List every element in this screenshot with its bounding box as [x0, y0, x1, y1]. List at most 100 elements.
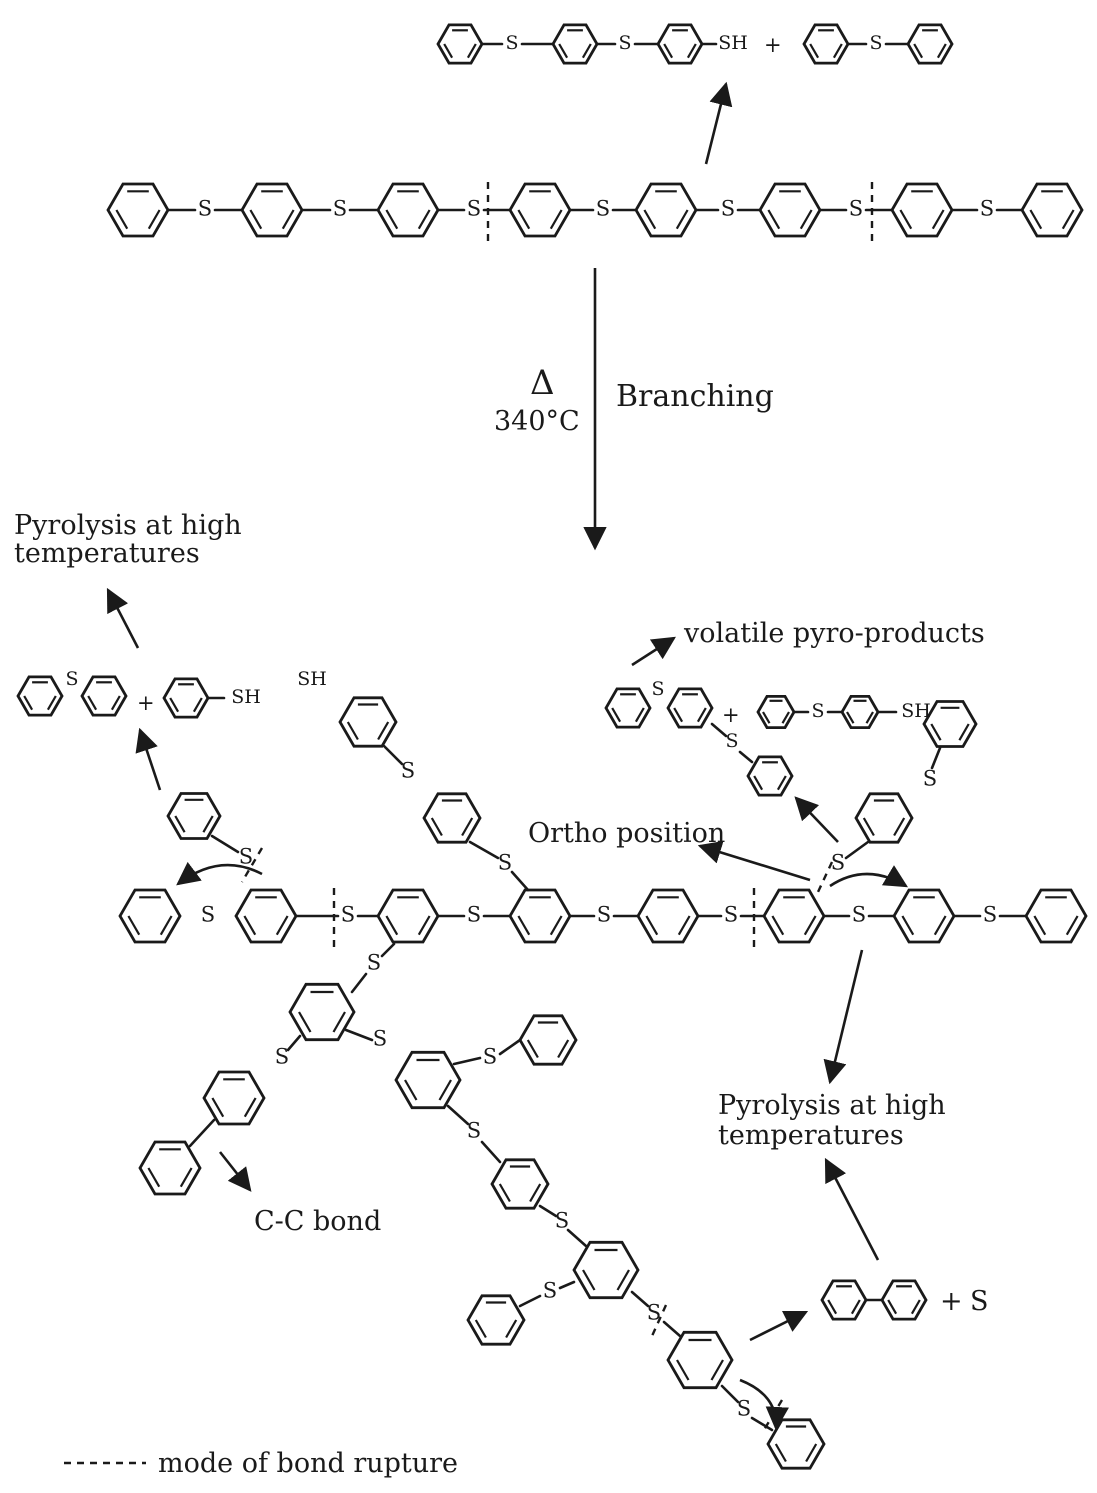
- benzene-ring: [906, 23, 954, 65]
- rupture-mark: [762, 1399, 784, 1431]
- benzene-ring: [820, 1279, 868, 1321]
- benzene-ring: [466, 1294, 526, 1346]
- rupture-mark: [816, 861, 834, 893]
- arrow-to-biphenyl-product: [749, 1310, 809, 1342]
- bond-line: [452, 1056, 482, 1066]
- benzene-ring: [572, 1240, 640, 1300]
- rupture-mark: [240, 847, 264, 883]
- sulfur-atom-label: S: [597, 903, 611, 927]
- plus-signs: + + + + S: [137, 33, 989, 1317]
- benzene-ring: [508, 182, 572, 238]
- sulfur-atom-label: S: [201, 903, 215, 927]
- temperature-label: 340°C: [494, 406, 580, 437]
- bond-line: [662, 1320, 682, 1338]
- benzene-ring: [508, 888, 572, 944]
- plus-sign: +: [764, 33, 782, 57]
- bond-line: [380, 942, 396, 958]
- benzene-ring: [1024, 888, 1088, 944]
- sulfur-atom-label: S: [983, 903, 997, 927]
- benzene-rings: [16, 23, 1088, 1470]
- benzene-ring: [656, 23, 704, 65]
- bond-line: [738, 750, 754, 764]
- benzene-ring: [766, 1418, 826, 1470]
- bond-line: [188, 1118, 216, 1148]
- benzene-ring: [922, 700, 978, 748]
- sulfur-atom-label: S: [852, 903, 866, 927]
- benzene-ring: [376, 182, 440, 238]
- thiol-atom-label: SH: [901, 700, 931, 722]
- arrow-to-ortho-label: [697, 841, 811, 882]
- sulfur-atom-label: S: [467, 903, 481, 927]
- sulfur-atom-label: S: [65, 668, 78, 690]
- bond-line: [930, 746, 942, 770]
- benzene-ring: [106, 182, 170, 238]
- text-labels: Δ 340°C Branching Pyrolysis at high temp…: [14, 363, 985, 1479]
- benzene-ring: [166, 792, 222, 840]
- benzene-ring: [756, 695, 796, 729]
- sulfur-atom-label: S: [467, 1119, 481, 1143]
- benzene-ring: [118, 888, 182, 944]
- sulfur-atom-label: S: [555, 1209, 569, 1233]
- arrow-biphenyl-to-pyrolysis: [824, 1157, 880, 1261]
- sulfur-atom-label: S: [725, 730, 738, 752]
- arrow-to-pyrolysis-left: [106, 587, 140, 649]
- bond-line: [710, 722, 728, 738]
- sulfur-atom-label: S: [869, 32, 882, 54]
- bond-line: [468, 840, 500, 860]
- benzene-ring: [490, 1158, 550, 1210]
- sulfur-atom-label: S: [721, 197, 735, 221]
- sulfur-atom-label: S: [498, 851, 512, 875]
- benzene-ring: [16, 675, 64, 717]
- branching-label: Branching: [616, 379, 774, 414]
- arrow-cc-bond: [218, 1151, 252, 1192]
- bond-line: [558, 1280, 576, 1290]
- benzene-ring: [518, 1014, 578, 1066]
- sulfur-atom-label: S: [724, 903, 738, 927]
- bond-line: [518, 1294, 542, 1308]
- arrow-to-top-products: [704, 81, 733, 165]
- pyrolysis-label-right-2: temperatures: [718, 1120, 904, 1151]
- sulfur-atom-label: S: [373, 1027, 387, 1051]
- sulfur-atom-label: S: [596, 197, 610, 221]
- sulfur-atom-label: S: [811, 700, 824, 722]
- sulfur-atom-label: S: [831, 851, 845, 875]
- bond-line: [498, 1038, 522, 1056]
- benzene-ring: [162, 677, 210, 719]
- pyrolysis-label-right: Pyrolysis at high: [718, 1090, 946, 1121]
- benzene-ring: [604, 687, 652, 729]
- sulfur-atom-label: S: [980, 197, 994, 221]
- benzene-ring: [1020, 182, 1084, 238]
- reaction-arrows: [106, 81, 909, 1431]
- bond-line: [286, 1034, 302, 1052]
- bond-line: [750, 1416, 774, 1432]
- benzene-ring: [240, 182, 304, 238]
- bond-line: [446, 1104, 470, 1126]
- sulfur-atom-label: S: [401, 759, 415, 783]
- sulfur-atom-label: S: [275, 1045, 289, 1069]
- bond-line: [566, 1228, 588, 1248]
- sulfur-product: S: [970, 1286, 989, 1317]
- benzene-ring: [636, 888, 700, 944]
- sulfur-atom-label: S: [737, 1397, 751, 1421]
- sulfur-atom-label: S: [341, 903, 355, 927]
- thiol-atom-label: SH: [718, 32, 748, 54]
- bond-line: [510, 870, 530, 892]
- benzene-ring: [376, 888, 440, 944]
- bond-line: [210, 834, 240, 854]
- benzene-ring: [758, 182, 822, 238]
- arrow-to-dibenzothiophene-left: [135, 727, 162, 791]
- arrow-to-pyrolysis-right: [823, 949, 864, 1085]
- sulfur-atom-label: S: [333, 197, 347, 221]
- benzene-ring: [288, 982, 356, 1042]
- sulfur-atom-label: S: [505, 32, 518, 54]
- benzene-ring: [436, 23, 484, 65]
- delta-symbol: Δ: [530, 363, 555, 403]
- plus-sign: +: [940, 1286, 963, 1317]
- sulfur-atom-label: S: [367, 951, 381, 975]
- plus-sign: +: [722, 703, 740, 727]
- pyrolysis-label-left-2: temperatures: [14, 538, 200, 569]
- thiol-atom-label: SH: [297, 668, 327, 690]
- benzene-ring: [634, 182, 698, 238]
- sulfur-atom-label: S: [647, 1301, 661, 1325]
